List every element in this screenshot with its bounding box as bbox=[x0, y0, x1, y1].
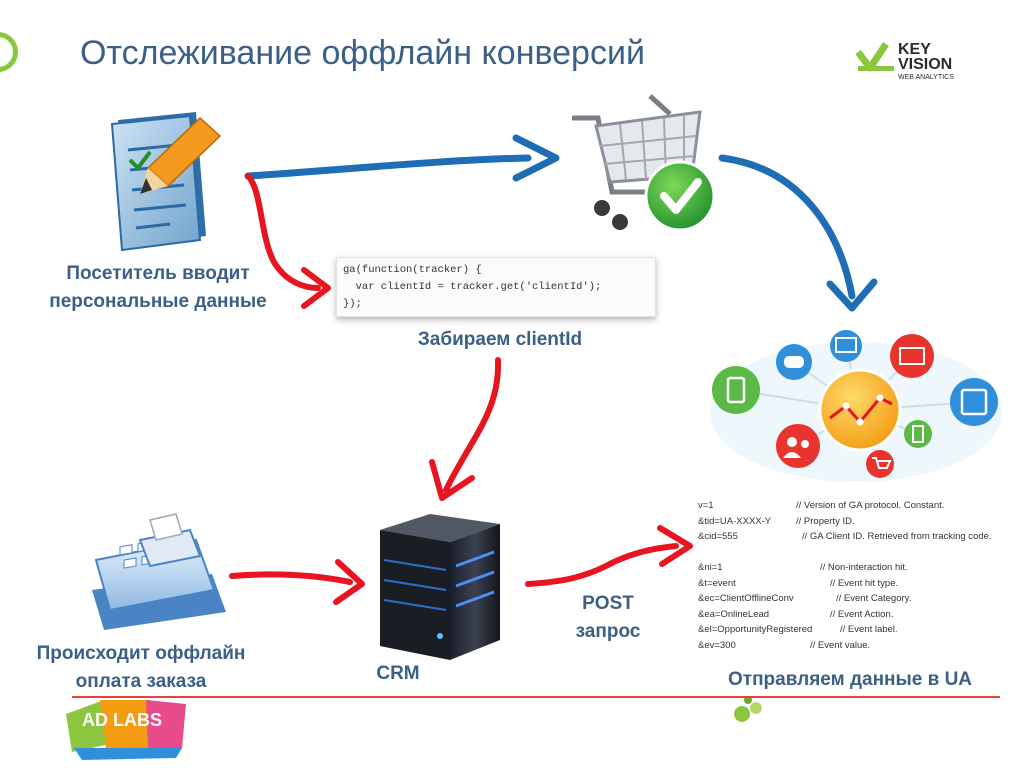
payload-row: &tid=UA-XXXX-Y // Property ID. bbox=[698, 514, 992, 530]
keyvision-logo-line1: KEY bbox=[898, 41, 931, 58]
payload-param: &cid=555 bbox=[698, 531, 738, 542]
keyvision-logo-line2: VISION bbox=[898, 56, 953, 73]
bottom-divider bbox=[72, 696, 1000, 698]
payload-comment: // Version of GA protocol. Constant. bbox=[796, 500, 945, 511]
payload-row: &ni=1 // Non-interaction hit. bbox=[698, 560, 911, 576]
payload-comment: // Event Action. bbox=[830, 608, 894, 620]
adlabs-logo bbox=[66, 700, 186, 760]
payload-comment: // Event Category. bbox=[836, 593, 912, 604]
payload-param: &ni=1 bbox=[698, 562, 723, 573]
arrow-form-to-cart bbox=[244, 134, 560, 182]
payload-comment: // GA Client ID. Retrieved from tracking… bbox=[802, 531, 992, 542]
payload-comment: // Event value. bbox=[810, 639, 871, 651]
payload-param: &tid=UA-XXXX-Y bbox=[698, 515, 772, 527]
offline-payment-caption: Происходит оффлайн оплата заказа bbox=[6, 640, 276, 696]
adlabs-logo-text: AD LABS bbox=[82, 710, 162, 730]
visitor-step-line1: Посетитель вводит bbox=[66, 263, 250, 284]
payload-params-group-1: v=1// Version of GA protocol. Constant. … bbox=[698, 498, 992, 545]
code-line-3: }); bbox=[343, 298, 362, 310]
post-request-line1: POST bbox=[582, 593, 634, 614]
cash-register-icon bbox=[92, 513, 226, 630]
arrow-cart-to-hub bbox=[718, 154, 878, 312]
payload-row: &ec=ClientOfflineConv // Event Category. bbox=[698, 591, 911, 607]
offline-payment-line1: Происходит оффлайн bbox=[36, 643, 246, 664]
payload-comment: // Event label. bbox=[840, 624, 898, 635]
payload-row: &ea=OnlineLead // Event Action. bbox=[698, 607, 911, 623]
keyvision-logo: KEY VISION WEB ANALYTICS bbox=[855, 40, 966, 84]
crm-caption: CRM bbox=[376, 663, 420, 684]
payload-comment: // Non-interaction hit. bbox=[820, 562, 908, 573]
analytics-hub-icon bbox=[710, 330, 1002, 482]
pencil-icon bbox=[140, 116, 222, 194]
arrow-code-to-crm bbox=[429, 357, 502, 501]
payload-row: v=1 // Version of GA protocol. Constant. bbox=[698, 498, 992, 514]
payload-param: &ec=ClientOfflineConv bbox=[698, 593, 794, 604]
server-icon bbox=[380, 514, 500, 660]
client-id-caption: Забираем clientId bbox=[417, 329, 583, 350]
payload-param: v=1 bbox=[698, 500, 714, 511]
code-line-2: var clientId = tracker.get('clientId'); bbox=[343, 281, 602, 293]
payload-comment: // Property ID. bbox=[796, 515, 855, 527]
checkmark-icon bbox=[644, 160, 716, 232]
post-request-line2: запрос bbox=[575, 621, 641, 642]
payload-row: &t=event // Event hit type. bbox=[698, 576, 911, 592]
slide-title: Отслеживание оффлайн конверсий bbox=[80, 34, 645, 72]
keyvision-logo-mark bbox=[855, 42, 894, 72]
post-request-caption: POST запрос bbox=[560, 590, 656, 646]
arrow-register-to-crm bbox=[229, 559, 365, 605]
keyvision-logo-line3: WEB ANALYTICS bbox=[898, 74, 954, 81]
visitor-step-line2: персональные данные bbox=[49, 291, 267, 312]
offline-payment-line2: оплата заказа bbox=[75, 671, 207, 692]
code-snippet-box: ga(function(tracker) { var clientId = tr… bbox=[336, 257, 656, 317]
arrow-crm-to-payload bbox=[525, 525, 693, 587]
payload-param: &t=event bbox=[698, 577, 736, 589]
payload-row: &el=OpportunityRegistered // Event label. bbox=[698, 622, 911, 638]
payload-comment: // Event hit type. bbox=[830, 577, 899, 589]
payload-row: &ev=300 // Event value. bbox=[698, 638, 911, 654]
payload-row: &cid=555 // GA Client ID. Retrieved from … bbox=[698, 529, 992, 545]
payload-params-group-2: &ni=1 // Non-interaction hit. &t=event // … bbox=[698, 560, 911, 653]
leaf-decoration bbox=[734, 696, 762, 722]
arrow-form-to-code bbox=[245, 173, 331, 309]
payload-param: &ev=300 bbox=[698, 639, 736, 651]
send-to-ua-caption: Отправляем данные в UA bbox=[727, 669, 973, 690]
visitor-step-caption: Посетитель вводит персональные данные bbox=[26, 260, 290, 316]
payload-param: &ea=OnlineLead bbox=[698, 608, 770, 620]
payload-param: &el=OpportunityRegistered bbox=[698, 624, 813, 635]
code-line-1: ga(function(tracker) { bbox=[343, 264, 482, 276]
